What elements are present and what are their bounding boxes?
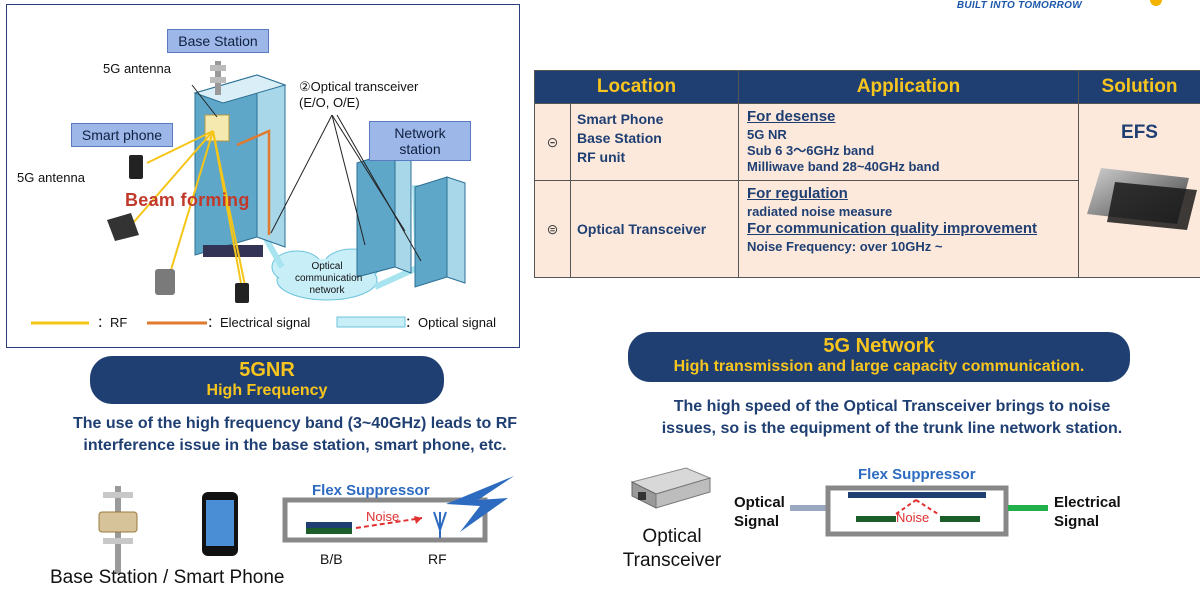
brand-tagline: BUILT INTO TOMORROW: [957, 0, 1082, 11]
5g-network-title: 5G Network: [628, 335, 1130, 358]
base-station-tower: [195, 75, 285, 257]
application-heading: For desense: [747, 108, 1070, 127]
application-line: radiated noise measure: [747, 204, 1070, 220]
location-line: Optical Transceiver: [577, 220, 732, 239]
rf-label: RF: [428, 551, 447, 567]
laptop-icon: [107, 213, 139, 241]
5g-network-description: The high speed of the Optical Transceive…: [604, 396, 1180, 439]
application-cell: For regulation radiated noise measure Fo…: [739, 181, 1079, 278]
network-diagram: Base Station Smart phone Network station…: [6, 4, 520, 348]
base-station-caption: Base Station / Smart Phone: [50, 567, 284, 589]
network-station-buildings: [357, 151, 465, 287]
network-station-tag: Network station: [369, 121, 471, 161]
5gnr-title: 5GNR: [90, 359, 444, 382]
application-cell: For desense 5G NR Sub 6 3～6GHz band Mill…: [739, 104, 1079, 181]
base-station-tag: Base Station: [167, 29, 269, 53]
optical-network-label: Optical communication network: [295, 261, 359, 297]
application-heading: For communication quality improvement: [747, 220, 1070, 239]
header-location: Location: [535, 71, 739, 104]
optical-transceiver-module-image: [626, 462, 714, 518]
legend-electrical-label: ：Electrical signal: [207, 315, 310, 331]
base-station-antenna-icon: [95, 482, 141, 578]
antenna-left-label: ␵5G antenna: [17, 170, 85, 186]
solution-label: EFS: [1079, 122, 1200, 144]
smart-phone-tag: Smart phone: [71, 123, 173, 147]
flex-suppressor-title-left: Flex Suppressor: [312, 482, 430, 499]
application-heading: For regulation: [747, 185, 1070, 204]
legend-rf-label: ：RF: [97, 315, 127, 331]
application-line: Noise Frequency: over 10GHz ~: [747, 239, 1070, 255]
application-line: Sub 6 3～6GHz band: [747, 143, 1070, 159]
smartphone-icon: [129, 155, 143, 179]
location-line: Base Station: [577, 129, 732, 148]
5g-network-banner: 5G Network High transmission and large c…: [628, 332, 1130, 382]
noise-label-left: Noise: [366, 509, 399, 524]
5gnr-description: The use of the high frequency band (3~40…: [20, 413, 570, 456]
location-cell: Optical Transceiver: [571, 181, 739, 278]
location-line: Smart Phone: [577, 110, 732, 129]
optical-transceiver-label: ②Optical transceiver (E/O, O/E): [299, 79, 418, 110]
legend-optical-swatch: [337, 317, 405, 327]
electrical-signal-label: Electrical Signal: [1054, 494, 1121, 532]
antenna-top-label: ␵5G antenna: [103, 61, 171, 77]
5gnr-subtitle: High Frequency: [90, 382, 444, 400]
optical-signal-label: Optical Signal: [734, 494, 785, 532]
application-line: 5G NR: [747, 127, 1070, 143]
table-row: ⊝ Smart Phone Base Station RF unit For d…: [535, 104, 1200, 181]
application-table: Location Application Solution ⊝ Smart Ph…: [534, 70, 1200, 278]
tablet-icon: [155, 269, 175, 295]
efs-sheet-image: [1081, 158, 1199, 238]
row-marker-icon: ⊝: [535, 104, 571, 181]
noise-label-right: Noise: [896, 510, 929, 525]
phone-icon: [235, 283, 249, 303]
header-application: Application: [739, 71, 1079, 104]
flex-suppressor-title-right: Flex Suppressor: [858, 466, 976, 483]
5g-network-subtitle: High transmission and large capacity com…: [628, 358, 1130, 376]
application-line: Milliwave band 28~40GHz band: [747, 159, 1070, 175]
beam-forming-label: Beam forming: [125, 190, 250, 211]
bb-label: B/B: [320, 551, 343, 567]
legend-optical-label: ：Optical signal: [405, 315, 496, 331]
optical-transceiver-caption: Optical Transceiver: [620, 525, 724, 573]
brand-logo-mark: [1150, 0, 1162, 6]
header-solution: Solution: [1079, 71, 1200, 104]
location-cell: Smart Phone Base Station RF unit: [571, 104, 739, 181]
solution-cell: EFS: [1079, 104, 1200, 278]
location-line: RF unit: [577, 148, 732, 167]
smartphone-icon: [200, 490, 240, 558]
5gnr-banner: 5GNR High Frequency: [90, 356, 444, 404]
table-header-row: Location Application Solution: [535, 71, 1200, 104]
row-marker-icon: ⊜: [535, 181, 571, 278]
